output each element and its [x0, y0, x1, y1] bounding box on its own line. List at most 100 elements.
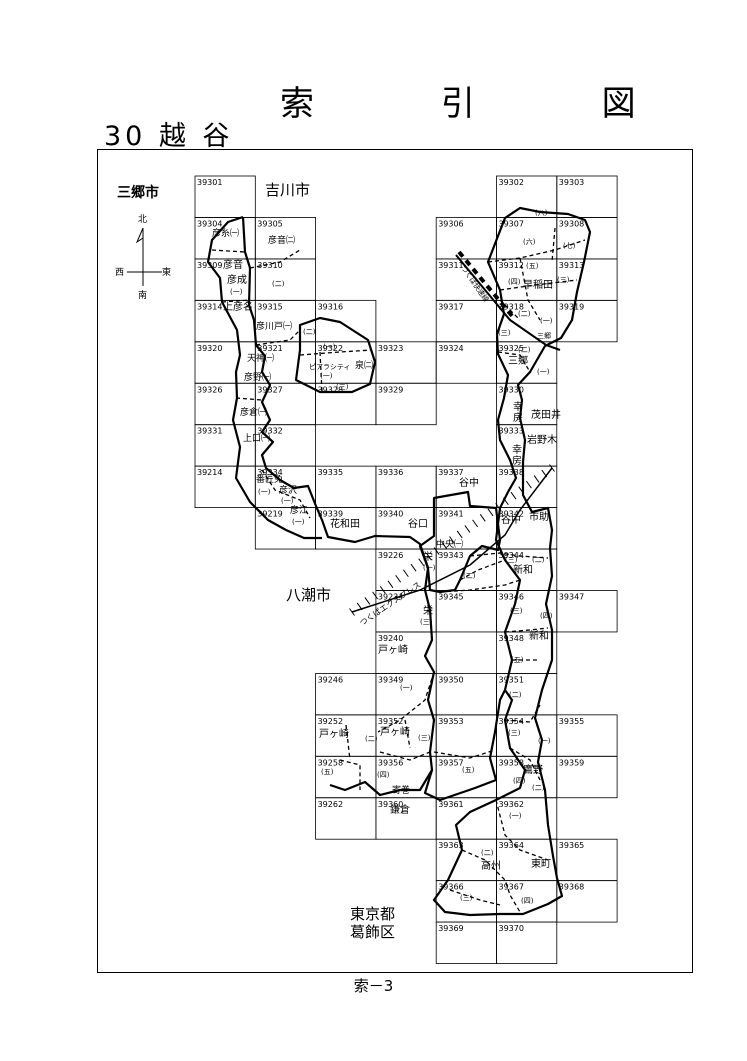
sheet-number: 39350 — [438, 675, 463, 684]
sheet-number: 39339 — [318, 510, 343, 519]
sheet-number: 39252 — [318, 717, 343, 726]
sheet-number: 39349 — [378, 675, 403, 684]
sheet-number: 39363 — [438, 841, 463, 850]
place-label: 三郷 — [537, 331, 551, 340]
railway-tie — [402, 569, 409, 578]
place-label: 幸 — [512, 444, 522, 456]
sheet-number: 39365 — [559, 841, 584, 850]
sheet-cell — [556, 299, 618, 343]
place-label: 彦川戸㈠ — [256, 320, 292, 332]
place-label: 市助 — [529, 510, 549, 523]
railway-tie — [487, 508, 494, 517]
sheet-number: 39301 — [197, 178, 222, 187]
place-label: 彦音 — [223, 258, 243, 271]
place-label: (三) — [460, 894, 473, 902]
sheet-number: 39364 — [499, 841, 524, 850]
place-label: 谷中 — [501, 513, 521, 526]
compass-north: 北 — [138, 214, 147, 225]
place-label: 高州 — [481, 859, 501, 872]
sheet-number: 39324 — [438, 344, 463, 353]
sheet-number: 39312 — [499, 261, 524, 270]
sheet-cell — [556, 880, 618, 923]
sheet-number: 39362 — [499, 800, 524, 809]
railway-ties — [349, 464, 555, 616]
place-label: 戸ヶ崎 — [378, 643, 408, 656]
district-dashes — [211, 227, 586, 913]
railway-tie — [456, 530, 463, 539]
place-label: 彦野㈠ — [244, 371, 271, 383]
sheet-number: 39329 — [378, 385, 403, 394]
compass-west: 西 — [115, 267, 124, 278]
sheet-number: 39342 — [499, 510, 524, 519]
railway-tie — [518, 486, 525, 494]
sheet-cell — [556, 755, 618, 799]
place-label: (三) — [336, 383, 349, 391]
place-label: 鎌倉 — [390, 803, 410, 816]
sheet-number: 39336 — [378, 468, 403, 477]
sheet-number: 39316 — [318, 302, 343, 311]
place-label: (三) — [557, 276, 570, 284]
place-label: 彦成 — [227, 273, 247, 286]
sheet-number: 39330 — [499, 385, 524, 394]
place-label: (六) — [523, 237, 536, 246]
place-label: 上口㈠ — [243, 432, 270, 444]
sheet-number: 39318 — [499, 302, 524, 311]
sheet-number: 39305 — [257, 219, 282, 228]
place-label: (三) — [510, 607, 523, 615]
railway-tie — [356, 602, 363, 611]
place-labels: 彦糸㈠彦音㈡彦音彦成(一)(二)上彦名彦川戸㈠(二)天神㈠彦野㈠(一)ピアラシテ… — [212, 209, 576, 905]
railway-tie — [510, 491, 517, 500]
railway-tie — [441, 541, 448, 550]
sheet-number: 39321 — [257, 344, 282, 353]
railway-tie — [364, 597, 371, 605]
place-label: 房 — [512, 454, 522, 467]
place-label: (三) — [508, 729, 521, 737]
place-label: (一) — [323, 343, 336, 351]
sheet-number: 39304 — [197, 219, 222, 228]
sheet-number: 39332 — [257, 427, 282, 436]
place-label: 新和 — [529, 629, 549, 642]
place-label: (三) — [420, 618, 433, 626]
place-label: 上彦名 — [223, 300, 253, 313]
place-label: (一) — [509, 812, 522, 820]
sheet-number: 39361 — [438, 800, 463, 809]
place-label: 天神㈠ — [247, 352, 274, 364]
railway-tie — [395, 574, 402, 583]
railway-tie — [387, 580, 394, 589]
sheet-number: 39346 — [499, 593, 524, 602]
place-label: (三) — [498, 329, 511, 337]
sheet-cell — [375, 382, 437, 426]
place-label: (二) — [481, 849, 494, 857]
place-label: (四) — [513, 777, 526, 785]
place-label: (八) — [535, 209, 548, 217]
place-label: 番匠免 — [256, 473, 283, 485]
place-label: (五) — [462, 766, 475, 774]
sheet-number: 39337 — [438, 468, 463, 477]
sheet-number: 39345 — [438, 593, 463, 602]
sheet-number: 39327 — [257, 385, 282, 394]
place-label: 中央㈠ — [436, 538, 463, 550]
place-label: (一) — [320, 372, 333, 380]
place-label: (一) — [258, 488, 271, 496]
place-label: (二) — [518, 346, 531, 354]
place-label: 栄 — [423, 605, 433, 617]
sheet-number: 39368 — [559, 883, 584, 892]
sheet-number: 39303 — [559, 178, 584, 187]
railway-tie — [379, 586, 386, 594]
sheet-number: 39310 — [257, 261, 282, 270]
sheet-number: 39320 — [197, 344, 222, 353]
place-label: (一) — [400, 684, 413, 692]
place-label: (二) — [532, 784, 545, 792]
railway-lines — [351, 250, 561, 613]
sheet-number: 39315 — [257, 302, 282, 311]
sheet-number: 39353 — [438, 717, 463, 726]
railway-tie — [472, 519, 478, 528]
place-label: (三) — [505, 556, 518, 564]
sheet-number: 39307 — [499, 219, 524, 228]
place-label: (五) — [511, 656, 524, 664]
page-subtitle: 30 越 谷 — [104, 121, 234, 152]
sheet-number: 39317 — [438, 302, 463, 311]
place-label: 新和 — [513, 563, 533, 576]
sheet-number: 39333 — [499, 427, 524, 436]
place-label: (二) — [509, 691, 522, 699]
